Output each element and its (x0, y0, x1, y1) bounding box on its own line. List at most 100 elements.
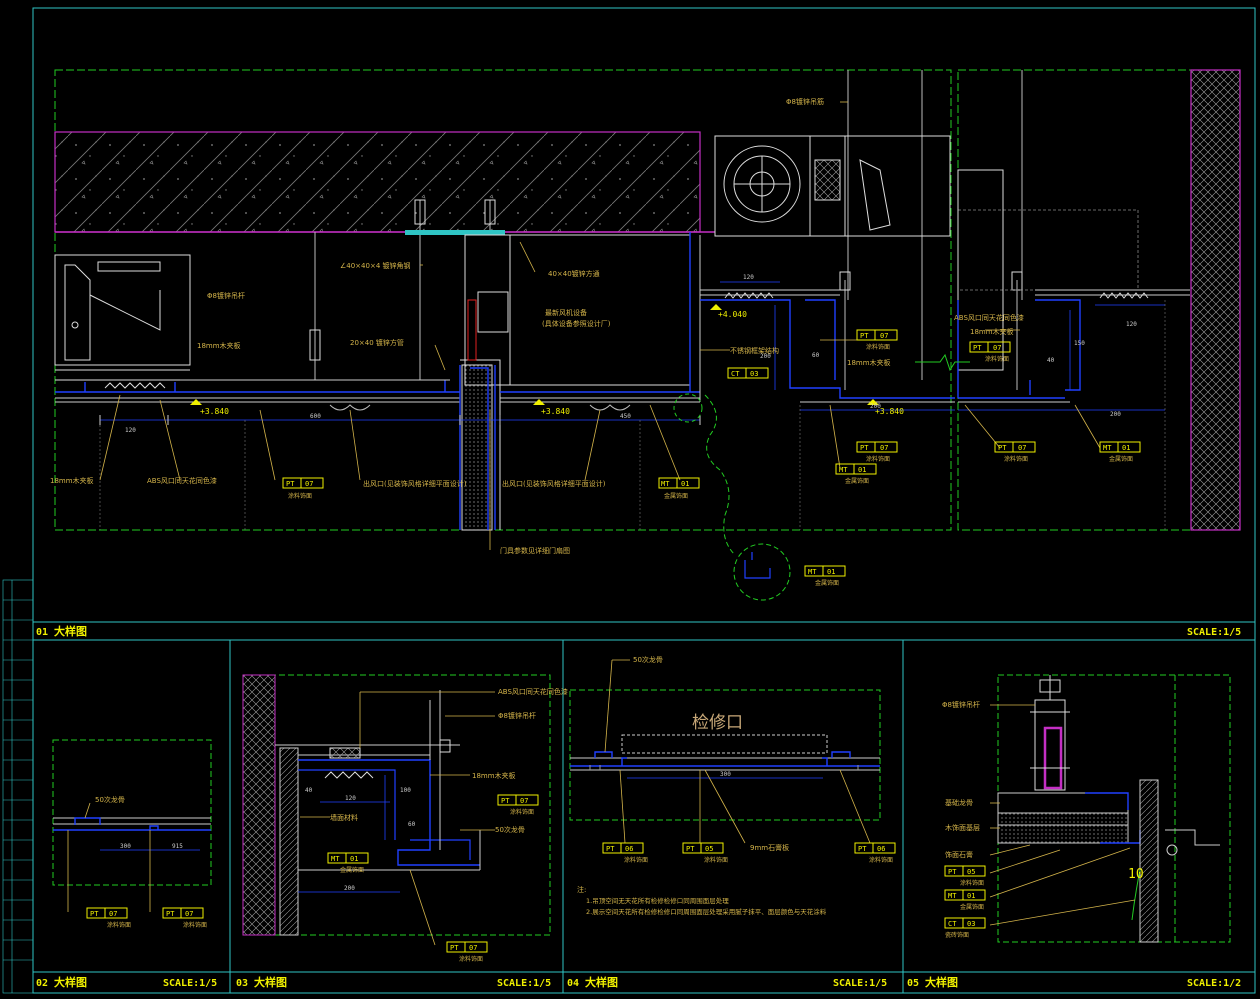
detail-01-elevations: +3.840 +3.840 +4.040 +3.840 (200, 310, 904, 416)
title-03: 03 大样图 SCALE:1/5 (236, 975, 551, 989)
title-01-scale: SCALE:1/5 (1187, 627, 1241, 638)
svg-text:CT: CT (731, 370, 740, 378)
note-03-wall: 墙面材料 (330, 813, 358, 822)
svg-text:07: 07 (469, 944, 477, 952)
title-05-number: 05 (907, 978, 919, 989)
svg-text:PT: PT (606, 845, 615, 853)
svg-text:PT: PT (686, 845, 695, 853)
svg-text:07: 07 (185, 910, 193, 918)
detail-01-dimensions: 600 120 450 120 200 60 200 120 40 200 15… (125, 274, 1137, 434)
svg-text:06: 06 (877, 845, 885, 853)
dim-03-200: 200 (344, 885, 355, 892)
dim-450: 450 (620, 413, 631, 420)
notes-04-line2: 2.展示空间天花所有检修检修口同周围面层处理采用腻子抹平、面层颜色与天花涂料 (586, 907, 827, 916)
note-03-board: 18mm木夹板 (472, 771, 516, 780)
tags-detail-05: PT 05 涂料饰面 MT 01 金属饰面 CT 03 瓷砖饰面 (944, 865, 986, 939)
svg-text:PT: PT (948, 868, 957, 876)
note-wood-plate: 18mm木夹板 (197, 341, 241, 350)
svg-text:涂料饰面: 涂料饰面 (985, 355, 1009, 363)
svg-text:MT: MT (1103, 444, 1112, 452)
note-abs-bottom: ABS风口同天花同色漆 (147, 476, 217, 485)
svg-text:金属饰面: 金属饰面 (815, 579, 839, 587)
detail-01-notes: Φ8镀锌吊筋 ∠40×40×4 镀锌角钢 40×40镀锌方通 Φ8镀锌吊杆 18… (50, 97, 1024, 555)
note-02-keel: 50次龙骨 (95, 795, 125, 804)
note-05-hanger: Φ8镀锌吊杆 (942, 700, 980, 709)
material-tag: PT 05 涂料饰面 (944, 865, 986, 887)
side-table (2, 579, 34, 994)
viewport-04 (569, 689, 881, 821)
svg-text:PT: PT (858, 845, 867, 853)
svg-text:01: 01 (1122, 444, 1130, 452)
material-tag: CT 03 瓷砖饰面 (944, 917, 986, 939)
dim-05-10: 10 (1128, 867, 1144, 882)
right-section-box (957, 209, 1139, 291)
svg-text:07: 07 (993, 344, 1001, 352)
wall-03 (242, 674, 276, 936)
material-tag: PT 07 涂料饰面 (856, 329, 898, 351)
fan-coil-unit (714, 135, 951, 237)
svg-text:03: 03 (750, 370, 758, 378)
tags-detail-02: PT 07 涂料饰面 PT 07 涂料饰面 (86, 907, 207, 929)
detail-03-leaders (300, 691, 495, 946)
elevation-1: +3.840 (200, 407, 229, 416)
note-03-keel: 50次龙骨 (495, 825, 525, 834)
dim-120-top: 120 (743, 274, 754, 281)
svg-text:07: 07 (880, 332, 888, 340)
svg-text:涂料饰面: 涂料饰面 (1004, 455, 1028, 463)
svg-text:07: 07 (1018, 444, 1026, 452)
detail-04-section (570, 734, 880, 779)
ceiling-step-boards (700, 289, 1190, 403)
svg-text:金属饰面: 金属饰面 (1109, 455, 1133, 463)
dim-03-40: 40 (305, 787, 313, 794)
detail-03-dims (298, 775, 400, 893)
concrete-slab (54, 131, 701, 233)
material-tag: MT 01 金属饰面 (1099, 441, 1141, 463)
svg-text:PT: PT (501, 797, 510, 805)
note-05-keel: 基础龙骨 (945, 798, 973, 807)
note-door: 门具参数见详细门扇图 (500, 546, 570, 555)
title-02-scale: SCALE:1/5 (163, 978, 217, 989)
tags-detail-01: PT 07 涂料饰面 MT 01 金属饰面 CT 03 PT 07 涂料饰面 P… (282, 329, 1141, 587)
svg-text:01: 01 (350, 855, 358, 863)
svg-text:03: 03 (967, 920, 975, 928)
left-vent-diffuser (104, 382, 166, 389)
dim-04-300: 300 (720, 771, 731, 778)
title-02: 02 大样图 SCALE:1/5 (36, 975, 217, 989)
material-tag: PT 07 涂料饰面 (86, 907, 131, 929)
detail-04-text: 50次龙骨 300 9mm石膏板 注: 1.吊顶空间无天花所有检修检修口同周围面… (577, 655, 827, 916)
svg-text:金属饰面: 金属饰面 (845, 477, 869, 485)
note-hanger-bolt-top: Φ8镀锌吊筋 (786, 97, 824, 106)
title-05-scale: SCALE:1/2 (1187, 978, 1241, 989)
material-tag: PT 07 涂料饰面 (994, 441, 1036, 463)
svg-text:07: 07 (520, 797, 528, 805)
svg-text:涂料饰面: 涂料饰面 (960, 879, 984, 887)
svg-text:涂料饰面: 涂料饰面 (107, 921, 131, 929)
title-05: 05 大样图 SCALE:1/2 (907, 975, 1241, 989)
red-bracket (467, 299, 477, 361)
elevation-2: +3.840 (541, 407, 570, 416)
material-tag: PT 07 涂料饰面 (282, 477, 324, 500)
detail-callout-circle (733, 543, 791, 601)
central-column-section (459, 365, 496, 530)
dim-120-right: 120 (1126, 321, 1137, 328)
svg-text:MT: MT (948, 892, 957, 900)
material-tag: PT 07 涂料饰面 (856, 441, 898, 463)
material-tag: PT 05 涂料饰面 (682, 842, 728, 864)
step-vent-2 (1099, 292, 1149, 299)
detail-05-leaders (989, 704, 1136, 926)
dim-200-right: 200 (1110, 411, 1121, 418)
note-wood-plate-far: 18mm木夹板 (970, 327, 1014, 336)
material-tag: PT 06 涂料饰面 (854, 842, 896, 864)
svg-text:01: 01 (858, 466, 866, 474)
detail-03-section (275, 690, 481, 871)
svg-text:金属饰面: 金属饰面 (340, 866, 364, 874)
svg-text:MT: MT (839, 466, 848, 474)
tags-detail-03: PT 07 涂料饰面 MT 01 金属饰面 PT 07 涂料饰面 (327, 794, 539, 963)
detail-04-leaders (604, 659, 871, 844)
wall-finish-03 (279, 747, 299, 936)
leaders (99, 101, 1101, 550)
svg-text:涂料饰面: 涂料饰面 (510, 808, 534, 816)
svg-text:MT: MT (661, 480, 670, 488)
svg-text:涂料饰面: 涂料饰面 (183, 921, 207, 929)
viewport-05 (997, 674, 1231, 943)
